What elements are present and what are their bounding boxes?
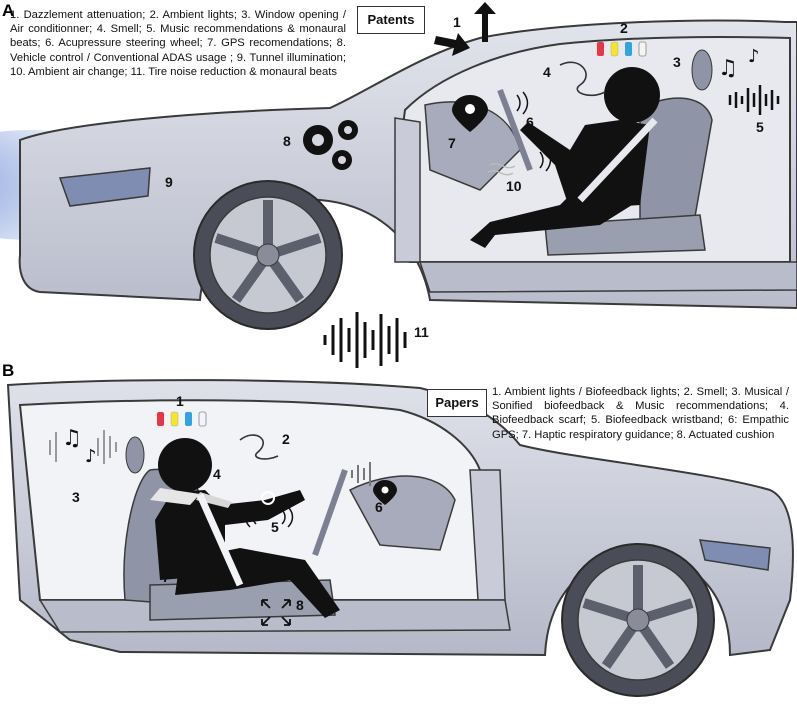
panel-b-number-2: 2 — [282, 431, 290, 447]
scarf-back — [150, 488, 200, 505]
headlight-b — [699, 539, 771, 571]
sound-wave-b — [49, 430, 117, 464]
gps-sound-wave — [351, 462, 371, 486]
dazzlement-arrows — [434, 2, 496, 56]
panel-a-number-4: 4 — [543, 64, 551, 80]
dashboard-a — [424, 101, 521, 191]
music-notes-b: ♫ ♪ — [62, 426, 97, 467]
seat-belt-b — [196, 493, 244, 587]
panel-b: B — [2, 361, 794, 697]
panel-a-number-10: 10 — [506, 178, 522, 194]
panel-b-number-3: 3 — [72, 489, 80, 505]
panel-a-number-8: 8 — [283, 133, 291, 149]
panel-b-number-1: 1 — [176, 393, 184, 409]
seat-belt-a — [577, 117, 658, 203]
panel-a-number-11: 11 — [414, 324, 429, 340]
air-wave-a — [487, 163, 516, 176]
sound-wave-a — [728, 85, 780, 115]
svg-text:♪: ♪ — [85, 446, 97, 467]
steering-wheel-a — [497, 88, 533, 172]
headlight-a — [58, 167, 151, 207]
vibration-marks-a — [516, 91, 552, 172]
panel-a-number-3: 3 — [673, 54, 681, 70]
steering-wheel-b — [312, 469, 348, 556]
gears-icon-a — [303, 120, 358, 170]
svg-text:♪: ♪ — [748, 46, 760, 67]
panel-a-number-7: 7 — [448, 135, 456, 151]
ambient-lights-a — [597, 41, 647, 57]
front-wheel-b — [561, 543, 715, 697]
panel-a-tag: Patents — [357, 6, 425, 34]
smell-swirl-a — [559, 61, 606, 97]
panel-a-legend: 1. Dazzlement attenuation; 2. Ambient li… — [10, 9, 346, 78]
panel-b-number-4: 4 — [213, 466, 221, 482]
cushion-expand-icon — [261, 599, 291, 626]
panel-b-number-6: 6 — [375, 499, 383, 515]
panel-b-legend: 1. Ambient lights / Biofeedback lights; … — [492, 386, 789, 441]
svg-text:♫: ♫ — [718, 56, 738, 81]
panel-a: A — [0, 1, 797, 368]
biofeedback-scarf — [196, 492, 232, 508]
smell-swirl-b — [239, 434, 279, 460]
panel-b-number-5: 5 — [271, 519, 279, 535]
tire-noise-icon — [323, 312, 407, 368]
panel-b-letter: B — [2, 361, 14, 380]
panel-a-letter: A — [2, 1, 14, 20]
panel-a-number-1: 1 — [453, 14, 461, 30]
door-pillar-a — [394, 117, 421, 263]
svg-text:♫: ♫ — [62, 426, 82, 451]
panel-a-number-9: 9 — [165, 174, 173, 190]
wristband-vibration — [244, 506, 294, 528]
front-wheel-a — [193, 180, 343, 330]
panel-a-number-5: 5 — [756, 119, 764, 135]
panel-b-number-7: 7 — [162, 569, 170, 585]
music-notes-a: ♫ ♪ — [718, 46, 760, 81]
panel-a-number-2: 2 — [620, 20, 628, 36]
panel-b-number-8: 8 — [296, 597, 304, 613]
panel-b-tag: Papers — [427, 389, 487, 417]
haptic-waves-icon — [175, 519, 205, 573]
biofeedback-wristband — [261, 491, 275, 505]
driver-silhouette-b — [155, 438, 340, 618]
ambient-lights-b — [157, 411, 207, 427]
panel-a-number-6: 6 — [526, 114, 534, 130]
driver-silhouette-a — [470, 67, 660, 248]
door-sill-a — [418, 261, 797, 293]
